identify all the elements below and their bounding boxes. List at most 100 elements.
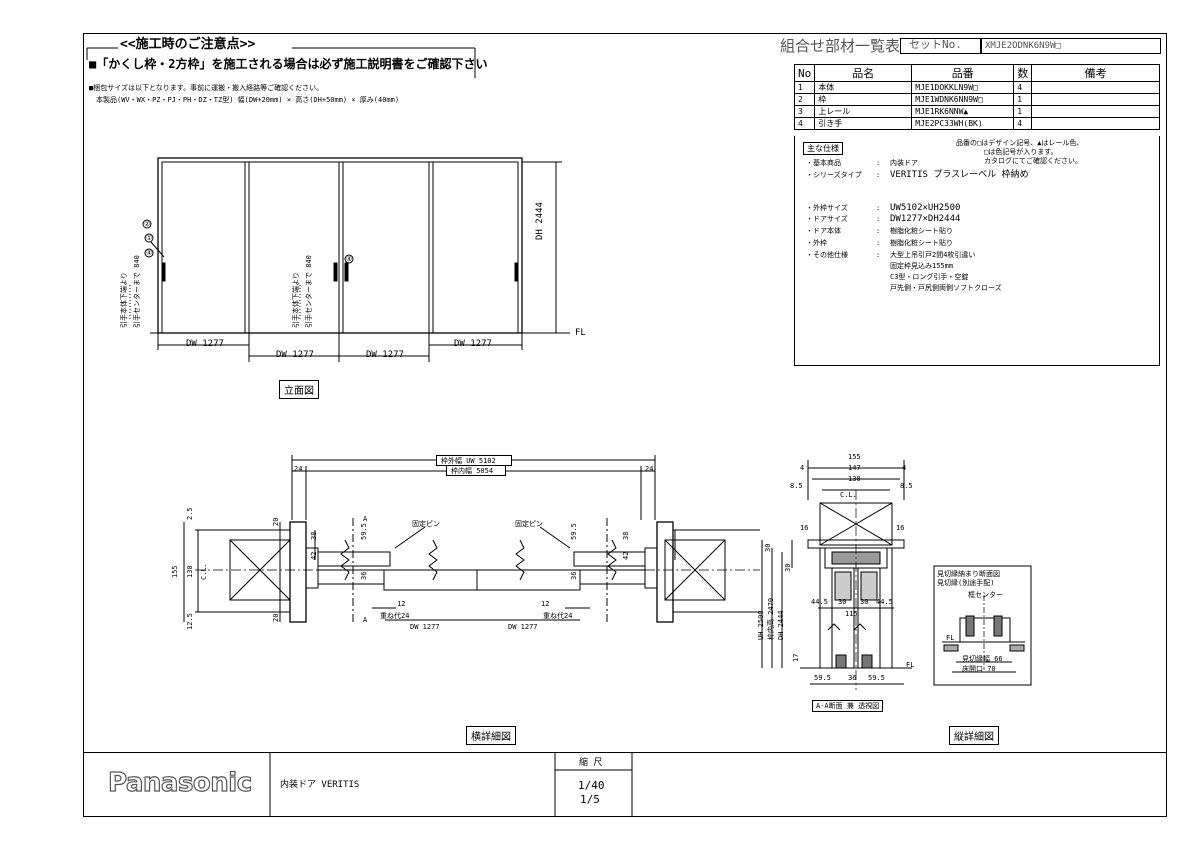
inset-w2: 床開口 70	[962, 665, 996, 673]
sec-dim-30: 30	[764, 543, 772, 552]
plan-dim-36-l: 36	[360, 571, 368, 580]
row-qty: 1	[1013, 93, 1033, 106]
plan-dim-36-r: 36	[570, 571, 578, 580]
sec-dim-10: 30	[784, 563, 792, 572]
balloon-4b: ④	[346, 255, 353, 263]
spec-outer-label: ・外枠サイズ	[806, 204, 848, 212]
sec-dim-59-r: 59.5	[868, 674, 885, 682]
parts-header-row: No 品名 品番 数 備考	[793, 64, 1160, 82]
spec-sep: :	[876, 159, 881, 167]
sec-dh: DH 2444	[777, 610, 785, 640]
sec-dim-8-5-l: 8.5	[790, 482, 803, 490]
sec-dim-8-5-r: 8.5	[900, 482, 913, 490]
sec-dim-30-a: 30	[838, 598, 847, 606]
sec-dim-17: 17	[792, 653, 800, 662]
inset-w1: 見切縁幅 66	[962, 655, 1003, 663]
plan-dim-20-t: 20	[272, 517, 280, 526]
footer-scale-2: 1/5	[580, 793, 600, 806]
spec-sep: :	[876, 227, 881, 235]
row-name: 本体	[814, 81, 913, 94]
row-no: 3	[793, 105, 816, 118]
sec-dim-155: 155	[848, 453, 861, 461]
plan-dim-2-5: 2.5	[186, 507, 194, 520]
elev-dw-1: DW 1277	[186, 339, 224, 349]
section-caption: 縦詳細図	[949, 726, 999, 745]
row-code: MJE1WDNK6NN9W□	[911, 93, 1015, 106]
plan-dim-12-r: 12	[541, 600, 550, 608]
sec-dim-16-l: 16	[800, 524, 809, 532]
elev-fl: FL	[575, 328, 586, 338]
parts-note-1: 品番の□はデザイン記号、▲はレール色、	[956, 139, 1084, 147]
notice-line1: ■梱包サイズは以下となります。事前に運搬・搬入経路等ご確認ください。	[89, 84, 324, 92]
row-remarks	[1031, 117, 1160, 130]
plan-dim-59-r: 59.5	[570, 523, 578, 540]
inset-title-1: 見切縁納まり断面図	[937, 570, 1000, 578]
parts-table: No 品名 品番 数 備考 1 本体 MJE1DOKKLN9W□ 4 2 枠 M…	[793, 64, 1160, 130]
overlap-r: 重ね代24	[543, 612, 573, 620]
row-no: 2	[793, 93, 816, 106]
spec-base-value: 内装ドア	[890, 159, 918, 167]
plan-dim-42-r: 42	[622, 551, 630, 560]
plan-dim-12-l: 12	[397, 600, 406, 608]
spec-frame-value: 樹脂化粧シート貼り	[890, 239, 953, 247]
row-no: 1	[793, 81, 816, 94]
sec-fl: FL	[906, 661, 915, 669]
sec-dim-147: 147	[848, 464, 861, 472]
set-label: セットNo.	[909, 38, 962, 51]
footer-scale-1: 1/40	[578, 779, 605, 792]
row-remarks	[1031, 93, 1160, 106]
row-name: 上レール	[814, 105, 913, 118]
row-remarks	[1031, 81, 1160, 94]
row-code: MJE1DOKKLN9W□	[911, 81, 1015, 94]
plan-dim-155: 155	[171, 565, 179, 578]
section-subcaption: A-A断面 兼 透視図	[812, 700, 884, 712]
elev-dw-3: DW 1277	[366, 350, 404, 360]
spec-body-label: ・ドア本体	[806, 227, 841, 235]
plan-caption: 横詳細図	[466, 726, 516, 745]
sec-dim-4-r: 4	[902, 464, 907, 472]
outer-width: 枠外幅 UW 5102	[441, 457, 496, 465]
row-qty: 4	[1013, 117, 1033, 130]
sec-dim-30-b: 30	[860, 598, 869, 606]
balloon-4: ④	[146, 249, 153, 257]
pin-l: 固定ピン	[412, 520, 440, 528]
table-row: 2 枠 MJE1WDNK6NN9W□ 1	[793, 93, 1160, 106]
spec-other-3: C3型・ロング引手・空錠	[890, 273, 969, 281]
spec-series-label: ・シリーズタイプ	[806, 171, 862, 179]
dim-24-r: 24	[645, 465, 654, 473]
spec-door-value: DW1277×DH2444	[890, 214, 961, 224]
spec-sep: :	[876, 215, 881, 223]
spec-sep: :	[876, 171, 881, 179]
table-row: 4 引き手 MJE2PC33WH(BK) 4	[793, 117, 1160, 130]
set-label-box: セットNo.	[900, 38, 982, 54]
spec-door-label: ・ドアサイズ	[806, 215, 848, 223]
sec-dim-36: 36	[848, 674, 857, 682]
parts-note-2: □は色記号が入ります。	[984, 148, 1058, 156]
elev-dw-2: DW 1277	[276, 350, 314, 360]
footer-product: 内装ドア VERITIS	[280, 780, 360, 790]
row-no: 4	[793, 117, 816, 130]
specs-panel	[794, 136, 1160, 366]
col-name: 品名	[814, 64, 913, 82]
plan-dim-59-l: 59.5	[360, 523, 368, 540]
row-code: MJE2PC33WH(BK)	[911, 117, 1015, 130]
drawing-sheet	[83, 33, 1167, 817]
spec-frame-label: ・外枠	[806, 239, 827, 247]
spec-sep: :	[876, 204, 881, 212]
spec-other-2: 固定枠見込み155mm	[890, 262, 954, 270]
spec-other-label: ・その他仕様	[806, 251, 848, 259]
elev-dw-4: DW 1277	[454, 339, 492, 349]
table-row: 1 本体 MJE1DOKKLN9W□ 4	[793, 81, 1160, 94]
table-title: 組合せ部材一覧表	[780, 37, 901, 55]
overlap-l: 重ね代24	[380, 612, 410, 620]
dim-24-l: 24	[294, 465, 303, 473]
row-qty: 1	[1013, 105, 1033, 118]
inner-width-box: 枠内幅 5054	[446, 465, 506, 476]
footer-scale-label: 縮 尺	[579, 758, 603, 768]
spec-body-value: 樹脂化粧シート貼り	[890, 227, 953, 235]
plan-dim-12-5: 12.5	[186, 613, 194, 630]
sec-dim-130: 130	[848, 475, 861, 483]
sec-uh: UH 2500	[757, 610, 765, 640]
notice-line2: 本製品(WV・WX・PZ・PJ・PH・DZ・TZ型) 幅(DW+20mm) × …	[96, 96, 400, 104]
sec-dim-44-r: 44.5	[876, 598, 893, 606]
